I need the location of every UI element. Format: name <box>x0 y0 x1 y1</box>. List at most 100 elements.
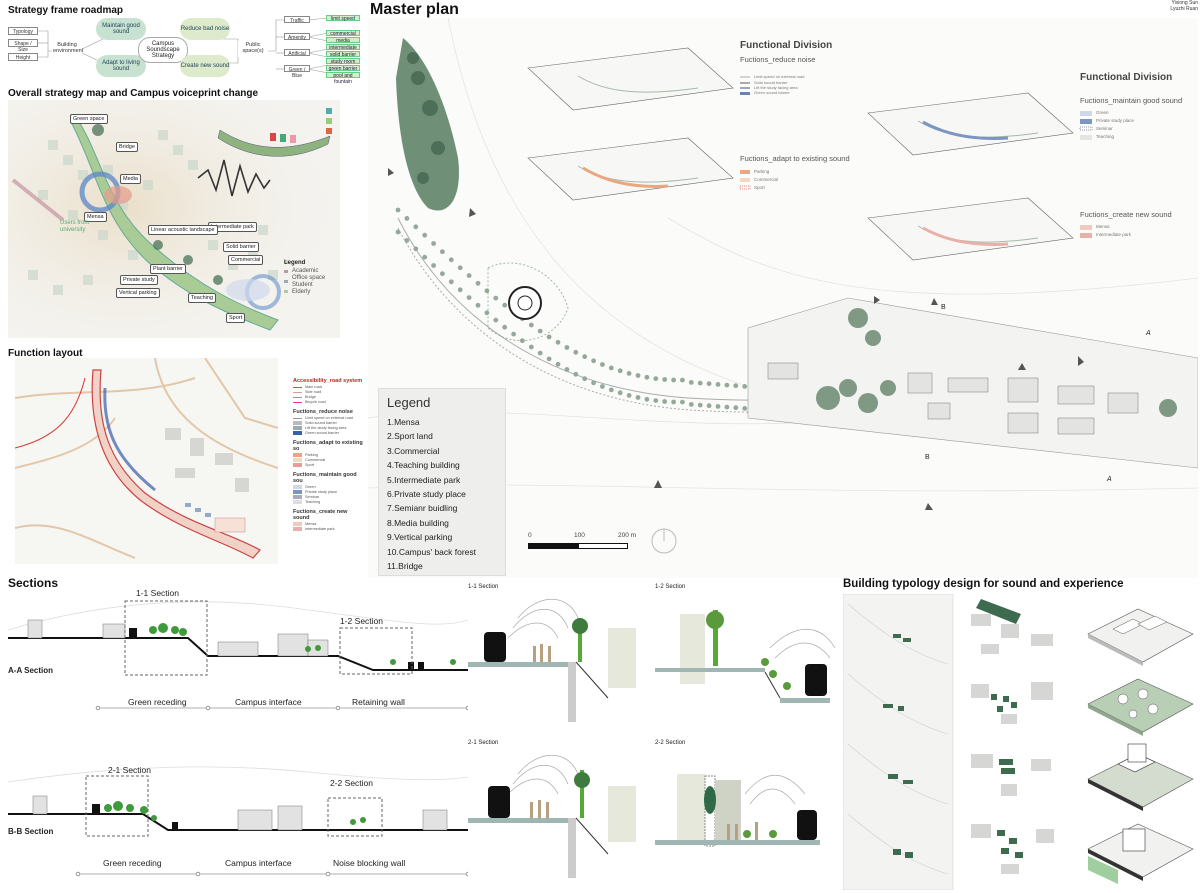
aa-section-graphic <box>8 600 468 711</box>
function-layout-map <box>15 358 278 564</box>
plan-tree <box>457 265 463 271</box>
plan-tree <box>564 345 570 350</box>
plan-tree <box>475 302 481 308</box>
scale-bar: 0 100 200 m <box>528 532 643 552</box>
plan-tree <box>528 344 534 350</box>
bb-section-label: B-B Section <box>8 827 54 836</box>
overall-map-graphic <box>8 100 340 338</box>
plan-tree <box>404 238 410 243</box>
plan-tree <box>573 371 579 377</box>
function-legend-head: Accessibility_road system <box>293 378 363 384</box>
overall-callout: Commercial <box>228 255 264 265</box>
plan-tree <box>742 406 748 411</box>
aa-zone: Campus interface <box>235 697 302 707</box>
master-legend-item: 4.Teaching building <box>387 460 460 471</box>
plan-tree <box>662 399 668 404</box>
plan-tree <box>724 404 730 410</box>
plan-tree <box>546 356 552 362</box>
plan-tree <box>617 390 623 396</box>
scale-tick-100: 100 <box>574 532 585 539</box>
function-legend-item: Seminar <box>293 495 363 499</box>
plan-tree <box>626 371 632 376</box>
roadmap-maintain: Maintain good sound <box>96 18 146 40</box>
roadmap-category: Green / Blue <box>284 65 310 79</box>
overall-legend-item: Student <box>292 282 313 288</box>
overall-callout: Mensa <box>84 212 107 222</box>
plan-tree <box>395 229 401 235</box>
plan-tree <box>733 405 739 411</box>
author-name: Lyuzhi Ruan <box>1170 6 1198 12</box>
plan-tree <box>404 216 410 221</box>
master-legend-item: 8.Media building <box>387 517 449 528</box>
plan-tree <box>448 279 454 285</box>
function-legend-item: Limit speed on external road <box>293 416 363 420</box>
func-div-1-title: Functional Division <box>740 40 833 51</box>
reduce-noise-item: Lift the study facing area <box>754 85 798 90</box>
function-legend-item: Green sound barrier <box>293 431 363 435</box>
function-legend-item: Mensa <box>293 522 363 526</box>
detail-title: 2-2 Section <box>655 740 686 746</box>
overall-callout: Green space <box>70 114 108 124</box>
function-legend-item: Private study place <box>293 490 363 494</box>
plan-tree <box>457 287 463 293</box>
master-legend-item: 5.Intermediate park <box>387 474 461 485</box>
create-item: Mensa <box>1096 224 1110 229</box>
master-legend-title: Legend <box>387 395 431 410</box>
overall-users-label: Users from university <box>60 220 90 233</box>
overall-callout: Private study <box>120 275 158 285</box>
roadmap-create: Create new sound <box>180 55 230 77</box>
plan-tree <box>706 403 712 409</box>
plan-tree <box>484 310 490 316</box>
plan-tree <box>680 377 685 383</box>
plan-tree <box>537 328 543 334</box>
adapt-item: Sport <box>754 185 765 190</box>
detail-title: 1-1 Section <box>468 584 499 590</box>
function-legend-head: Fuctions_maintain good sou <box>293 472 357 484</box>
plan-tree <box>635 395 641 400</box>
bb-section: 2-1 Section 2-2 Section B-B Section Gree… <box>8 762 468 892</box>
roadmap-category: Amenity <box>284 33 310 41</box>
typology-grid <box>843 594 1198 890</box>
detail-22-graphic <box>655 774 820 847</box>
maintain-item: Private study place <box>1096 118 1135 123</box>
detail-12-graphic <box>655 610 835 703</box>
plan-tree <box>431 263 436 268</box>
maintain-item: Teaching <box>1096 134 1115 139</box>
overall-callout: Bridge <box>116 142 138 152</box>
function-legend-item: Teaching <box>293 500 363 504</box>
roadmap-title: Strategy frame roadmap <box>8 5 124 16</box>
plan-tree <box>511 331 516 337</box>
master-plan-graphic <box>368 18 1198 554</box>
plan-tree <box>600 362 605 367</box>
aa-section-label: A-A Section <box>8 666 54 675</box>
plan-tree <box>671 399 676 405</box>
function-legend-item: Parking <box>293 453 363 457</box>
plan-tree <box>706 381 712 387</box>
plan-tree <box>591 380 596 386</box>
function-legend-item: Bridge <box>293 395 363 399</box>
roadmap-box-shape: Shape / Size <box>8 39 38 53</box>
section-mark-a: A <box>1107 476 1112 483</box>
bb-section-graphic <box>8 766 468 877</box>
plan-tree <box>528 322 534 328</box>
bb-zone: Green receding <box>103 858 162 868</box>
plan-tree <box>671 377 676 383</box>
adapt-item: Commercial <box>754 177 779 182</box>
plan-tree <box>662 377 668 382</box>
plan-tree <box>644 374 650 380</box>
plan-tree <box>484 288 490 294</box>
roadmap-box-typology: Typology <box>8 27 38 35</box>
plan-tree <box>546 334 552 340</box>
plan-tree <box>733 383 739 389</box>
func-div-2-title: Functional Division <box>1080 72 1173 83</box>
master-plan-area: Functional Division Fuctions_reduce nois… <box>368 18 1198 578</box>
reduce-noise-item: Green sound barrier <box>754 90 790 95</box>
overall-callout: Sport <box>226 313 246 323</box>
section-mark-a: A <box>1146 330 1151 337</box>
roadmap-outcome: pool and fountain <box>326 72 360 85</box>
roadmap-outcome: study room <box>326 58 360 65</box>
roadmap-outcome: solid barrier <box>326 51 360 58</box>
typology-title: Building typology design for sound and e… <box>843 578 1124 590</box>
roadmap-outcome: media <box>326 37 360 44</box>
function-layout-legend: Accessibility_road system Main road Side… <box>293 378 363 532</box>
